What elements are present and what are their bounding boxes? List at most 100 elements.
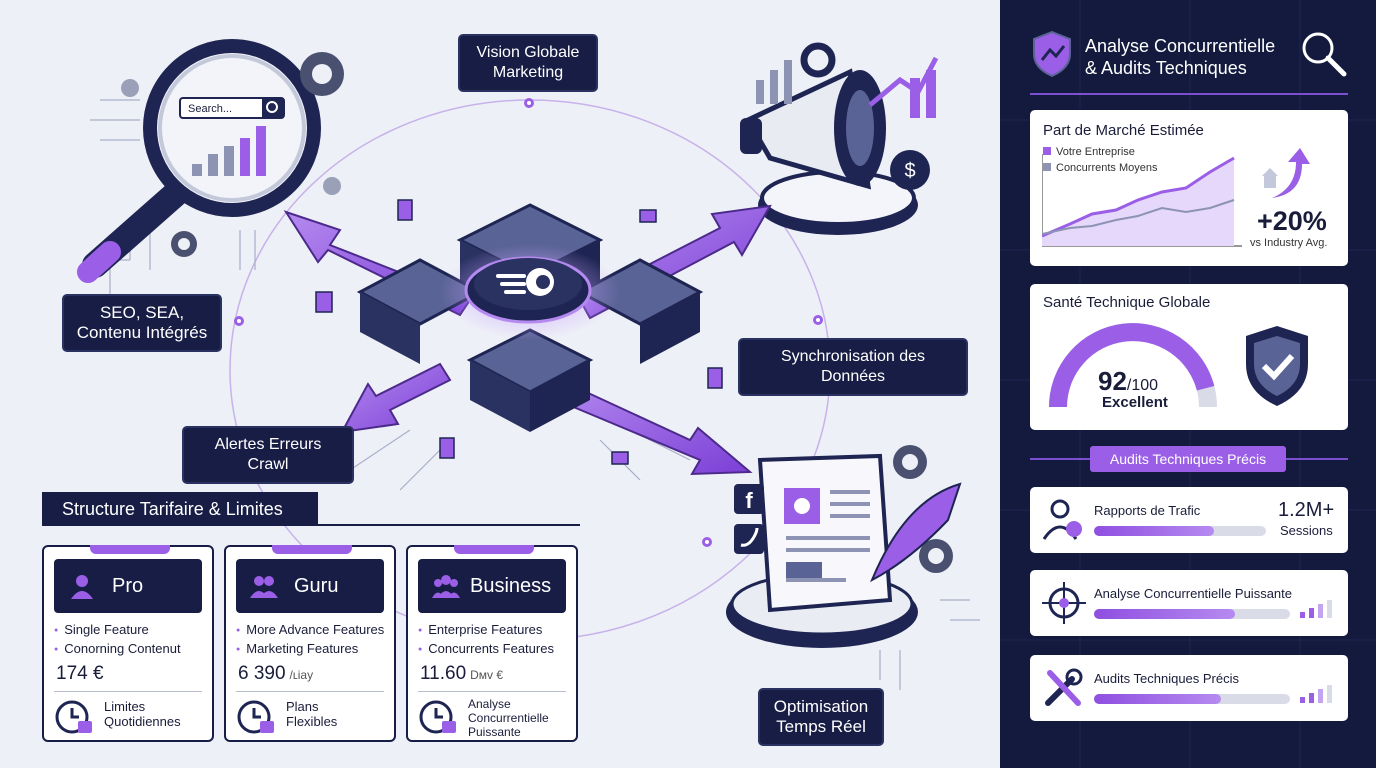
signal-bars-icon [1300,600,1332,618]
vision-dot [524,98,534,108]
shield-check-icon [1246,326,1308,406]
team-icon [432,575,460,598]
magnifier-icon [77,39,321,283]
plan-footer: Analyse Concurrentielle Puissante [468,697,549,739]
plan-footer: Plans Flexibles [286,699,337,729]
gear-icon [121,52,953,573]
optim-line-1: Optimisation [773,697,869,716]
seo-line-2: Contenu Intégrés [76,323,208,342]
plan-tab [90,545,170,554]
plan-price: 174 € [56,663,108,685]
pricing-title: Structure Tarifaire & Limites [42,492,318,526]
svg-text:f: f [745,488,753,513]
plan-footer-line: Quotidiennes [104,714,181,729]
seo-label: SEO, SEA, Contenu Intégrés [62,294,222,352]
audit-row-competition[interactable]: Analyse Concurrentielle Puissante [1030,570,1348,636]
audit-value: 1.2M+ [1278,499,1335,521]
plan-header: Pro [54,559,202,613]
search-placeholder: Search... [188,103,232,115]
sync-text: Synchronisation des Données [780,348,926,385]
plan-header: Business [418,559,566,613]
plan-card-business[interactable]: Business Enterprise Features Concurrents… [406,545,578,742]
audit-bar-fill [1094,609,1236,619]
audit-bar [1094,526,1266,536]
optim-label: Optimisation Temps Réel [758,688,884,746]
signal-bars-icon [1300,685,1332,703]
health-title: Santé Technique Globale [1043,294,1211,311]
plan-divider [418,691,566,692]
plan-footer-line: Analyse [468,697,511,711]
audit-row-technical[interactable]: Audits Techniques Précis [1030,655,1348,721]
market-growth: +20% [1257,206,1327,236]
user-chart-icon [1042,499,1082,540]
health-card: Santé Technique Globale 92/100 Excellent [1030,284,1348,430]
audit-bar-fill [1094,526,1215,536]
svg-text:$: $ [904,160,915,182]
seo-line-1: SEO, SEA, [99,303,185,322]
central-platform [356,203,704,432]
plan-price-suffix: /ʟiay [289,668,314,682]
plan-feature: Concurrents Features [418,640,554,659]
diagram-area: Search... $ [0,0,1000,768]
market-title: Part de Marché Estimée [1043,122,1204,139]
seo-dot [234,316,244,326]
user-icon [71,575,93,599]
market-line-chart [1042,154,1242,247]
panel-title: Analyse Concurrentielle & Audits Techniq… [1085,35,1275,79]
shield-icon [1033,30,1071,78]
market-sub: vs Industry Avg. [1250,237,1328,249]
health-gauge-fill [1049,323,1215,408]
magnifier-small-icon [1302,32,1347,77]
plan-features: Enterprise Features Concurrents Features [418,621,554,659]
plan-features: Single Feature Conorning Contenut [54,621,180,659]
plan-footer-line: Plans [286,699,319,714]
plan-footer-line: Concurrentielle [468,711,549,725]
clock-lock-icon [237,700,274,734]
plan-card-guru[interactable]: Guru More Advance Features Marketing Fea… [224,545,396,742]
health-score-value: 92 [1098,366,1127,396]
panel-title-line: Analyse Concurrentielle [1085,36,1276,56]
health-score: 92/100 [1098,366,1158,397]
panel-divider [1030,93,1348,95]
plan-feature: Conorning Contenut [54,640,180,659]
vision-label: Vision Globale Marketing [458,34,598,92]
audit-row-traffic[interactable]: Rapports de Trafic 1.2M+ Sessions [1030,487,1348,553]
crosshair-icon [1042,582,1086,624]
audit-label: Audits Techniques Précis [1094,671,1240,686]
tools-icon [1045,668,1083,706]
market-legend: Votre Entreprise Concurrents Moyens [1043,144,1158,176]
optim-dot [702,537,712,547]
crawl-label: Alertes Erreurs Crawl [182,426,354,484]
audit-label: Rapports de Trafic [1094,503,1201,518]
audit-bar-fill [1094,694,1222,704]
clock-lock-icon [419,700,456,734]
audits-header: Audits Techniques Précis [1090,446,1286,472]
plan-feature: Enterprise Features [418,621,554,640]
health-label: Excellent [1102,394,1168,411]
plan-feature: More Advance Features [236,621,384,640]
plan-name: Pro [112,575,144,597]
plan-footer: Limites Quotidiennes [104,699,181,729]
crawl-text: Alertes Erreurs Crawl [214,436,322,473]
plan-header: Guru [236,559,384,613]
clock-lock-icon [55,700,92,734]
audit-bar [1094,609,1290,619]
plan-divider [54,691,202,692]
plan-price-suffix: Dᴍv € [470,668,504,682]
plan-divider [236,691,384,692]
sync-label: Synchronisation des Données [738,338,968,396]
panel-title-line: & Audits Techniques [1085,58,1247,78]
optim-line-2: Temps Réel [776,717,866,736]
audit-unit: Sessions [1280,523,1333,538]
audit-bar [1094,694,1290,704]
plan-footer-line: Flexibles [286,714,338,729]
plan-name: Guru [294,575,339,597]
trend-up-icon [1262,148,1310,198]
plan-footer-line: Limites [104,699,146,714]
plan-card-pro[interactable]: Pro Single Feature Conorning Contenut 17… [42,545,214,742]
legend-item-company: Votre Entreprise [1043,144,1158,160]
plan-price: 6 390/ʟiay [238,663,313,685]
diagram-canvas: Search... $ [77,39,980,690]
plan-features: More Advance Features Marketing Features [236,621,384,659]
